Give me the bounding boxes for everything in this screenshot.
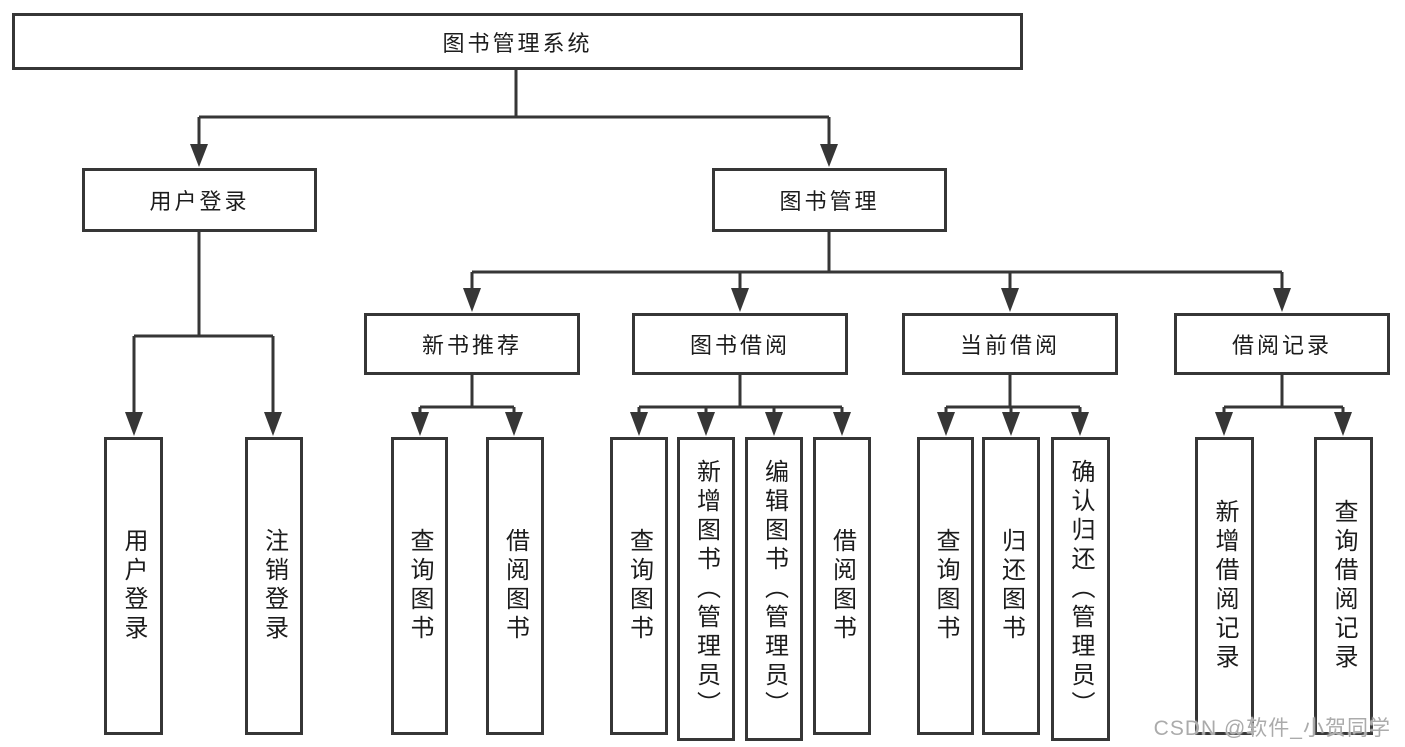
- node-nbr-query-books: 查询图书: [391, 437, 448, 735]
- node-bb-borrow-books: 借阅图书: [813, 437, 871, 735]
- node-bb-add-books-admin: 新增图书（管理员）: [677, 437, 735, 741]
- node-label: 用户登录: [120, 528, 147, 644]
- node-label: 新书推荐: [421, 333, 522, 358]
- node-label: 新增图书（管理员）: [692, 458, 720, 720]
- node-cb-query-books: 查询图书: [917, 437, 974, 735]
- node-label: 借阅图书: [828, 528, 856, 644]
- node-book-borrowing: 图书借阅: [632, 313, 848, 375]
- node-label: 新增借阅记录: [1211, 499, 1238, 673]
- node-new-book-recommendation: 新书推荐: [364, 313, 580, 375]
- node-logout-login: 注销登录: [245, 437, 303, 735]
- node-label: 编辑图书（管理员）: [760, 458, 788, 720]
- node-user-login-leaf: 用户登录: [104, 437, 163, 735]
- node-label: 确认归还（管理员）: [1067, 458, 1094, 720]
- node-label: 注销登录: [260, 528, 288, 644]
- node-label: 查询图书: [625, 528, 653, 644]
- node-label: 图书借阅: [689, 333, 790, 358]
- node-nbr-borrow-books: 借阅图书: [486, 437, 544, 735]
- node-br-add-record: 新增借阅记录: [1195, 437, 1254, 735]
- node-book-management-branch: 图书管理: [712, 168, 947, 232]
- node-cb-confirm-return-admin: 确认归还（管理员）: [1051, 437, 1110, 741]
- csdn-watermark: CSDN @软件_小贺同学: [1153, 717, 1391, 740]
- node-label: 归还图书: [997, 528, 1025, 644]
- node-br-query-record: 查询借阅记录: [1314, 437, 1373, 735]
- node-cb-return-books: 归还图书: [982, 437, 1040, 735]
- node-current-borrowing: 当前借阅: [902, 313, 1118, 375]
- node-label: 查询借阅记录: [1330, 499, 1357, 673]
- node-bb-query-books: 查询图书: [610, 437, 668, 735]
- node-label: 查询图书: [932, 528, 959, 644]
- node-user-login-branch: 用户登录: [82, 168, 317, 232]
- node-borrowing-records: 借阅记录: [1174, 313, 1390, 375]
- node-label: 借阅图书: [501, 528, 529, 644]
- node-bb-edit-books-admin: 编辑图书（管理员）: [745, 437, 803, 741]
- node-label: 图书管理系统: [442, 30, 593, 56]
- node-label: 图书管理: [779, 189, 880, 214]
- node-library-management-system: 图书管理系统: [12, 13, 1023, 70]
- node-label: 查询图书: [406, 528, 433, 644]
- node-label: 当前借阅: [959, 333, 1060, 358]
- node-label: 借阅记录: [1231, 333, 1332, 358]
- node-label: 用户登录: [149, 189, 250, 214]
